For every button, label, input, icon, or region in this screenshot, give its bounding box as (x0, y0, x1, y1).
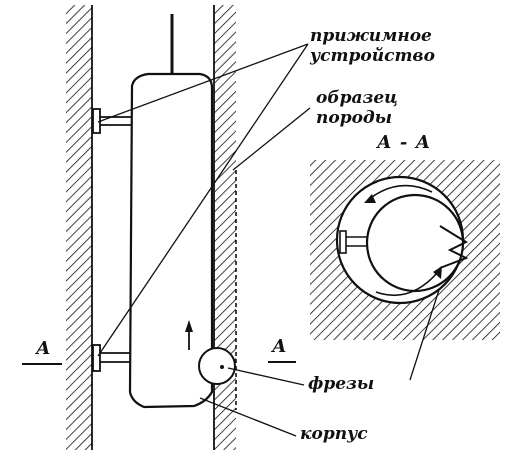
label-clamp-device-line1: прижимное (310, 26, 432, 46)
label-rock-sample-line1: образец (316, 88, 398, 108)
clamp-device-lower (92, 344, 131, 372)
section-title: А - А (377, 132, 432, 153)
section-a-a (310, 160, 500, 340)
section-mark-left: А (36, 338, 52, 359)
section-mark-right: А (272, 336, 288, 357)
cutter-wheel (198, 347, 236, 385)
tool-body (128, 72, 214, 409)
leader-lines (97, 43, 449, 437)
label-clamp-device-line2: устройство (310, 46, 435, 66)
left-borehole-wall (66, 5, 93, 450)
clamp-device-upper (92, 108, 131, 134)
label-cutters: фрезы (308, 374, 375, 394)
label-body: корпус (300, 424, 368, 444)
tool-section (365, 193, 465, 293)
movement-arrow (185, 320, 193, 350)
label-rock-sample-line2: породы (316, 108, 393, 128)
